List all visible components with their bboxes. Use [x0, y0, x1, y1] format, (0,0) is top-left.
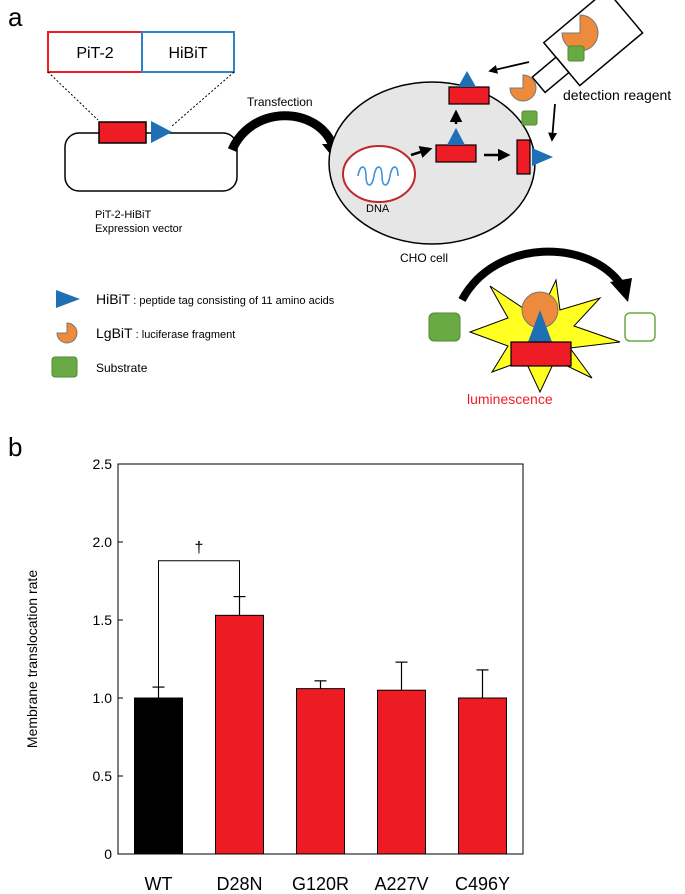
- legend-hibit-name: HiBiT: [96, 291, 131, 307]
- hibit-box-label: HiBiT: [168, 45, 207, 62]
- y-axis: 0 0.5 1.0 1.5 2.0 2.5: [93, 456, 123, 862]
- vector-caption-2: Expression vector: [95, 223, 183, 235]
- significance-bracket: [158, 560, 240, 688]
- substrate-fragment-icon: [521, 110, 538, 126]
- bar: [134, 697, 183, 855]
- vector-hibit-tag: [151, 121, 172, 143]
- zoom-line-right: [171, 71, 235, 127]
- hibit-bound-icon: [528, 310, 552, 342]
- upper-protein: [448, 86, 490, 105]
- zoom-line-left: [47, 71, 99, 121]
- legend-substrate-text: Substrate: [96, 361, 148, 375]
- y-tick-label: 2.0: [93, 534, 113, 550]
- x-axis: WT D28N G120R A227V C496Y: [145, 874, 511, 894]
- hibit-box: [141, 31, 235, 73]
- bottle-lgbit-icon: [561, 14, 599, 52]
- legend-lgbit-text: LgBiT : luciferase fragment: [96, 325, 235, 341]
- legend-lgbit-icon: [56, 322, 78, 344]
- substrate-before-icon: [428, 312, 461, 342]
- translation-arrow: [410, 146, 433, 158]
- legend-hibit-text: HiBiT : peptide tag consisting of 11 ami…: [96, 291, 335, 307]
- x-tick-label: G120R: [292, 874, 349, 894]
- x-tick-label: A227V: [374, 874, 428, 894]
- reagent-label: detection reagent: [563, 87, 671, 103]
- bar: [296, 688, 345, 855]
- reaction-protein: [510, 341, 572, 367]
- cho-cell-label: CHO cell: [400, 251, 448, 265]
- x-tick-label: WT: [145, 874, 173, 894]
- membrane-hibit: [532, 148, 553, 166]
- significance-annotation: †: [158, 540, 240, 688]
- y-tick-label: 0: [104, 846, 112, 862]
- pit2-label: PiT-2: [76, 45, 113, 62]
- y-tick-label: 0.5: [93, 768, 113, 784]
- vector-pit2-gene: [98, 121, 147, 144]
- cytoplasmic-protein: [435, 144, 477, 163]
- y-tick-label: 2.5: [93, 456, 113, 472]
- reagent-arrow-1: [488, 61, 530, 74]
- membrane-protein: [516, 139, 531, 175]
- legend-lgbit-desc: : luciferase fragment: [133, 329, 236, 341]
- legend-hibit-desc: : peptide tag consisting of 11 amino aci…: [130, 295, 335, 307]
- bottle-substrate-icon: [567, 45, 585, 62]
- nucleus: [342, 145, 416, 203]
- dna-coil: [357, 166, 399, 186]
- bar-series: [134, 595, 507, 855]
- panel-a-label: a: [8, 2, 23, 32]
- dna-label: DNA: [366, 203, 390, 215]
- luminescence-label: luminescence: [467, 391, 553, 407]
- lgbit-fragment-icon: [509, 74, 537, 102]
- upper-hibit: [458, 71, 476, 87]
- bar: [377, 689, 426, 855]
- reagent-arrow-2: [548, 103, 558, 142]
- panel-b-label: b: [8, 432, 22, 462]
- transfection-label: Transfection: [247, 95, 313, 109]
- x-tick-label: D28N: [216, 874, 262, 894]
- pit2-box: [47, 31, 143, 73]
- substrate-after-icon: [624, 312, 656, 342]
- transfection-arrow: [227, 111, 338, 153]
- legend-substrate-icon: [51, 356, 78, 378]
- y-tick-label: 1.5: [93, 612, 113, 628]
- reaction-arrow-head: [610, 278, 632, 302]
- vector-caption-1: PiT-2-HiBiT: [95, 209, 152, 221]
- bar: [215, 614, 264, 855]
- cytoplasmic-hibit: [447, 128, 465, 145]
- x-tick-label: C496Y: [455, 874, 510, 894]
- significance-dagger: †: [195, 540, 204, 557]
- legend-hibit-icon: [56, 290, 80, 308]
- y-axis-title: Membrane translocation rate: [24, 570, 40, 748]
- bar: [458, 697, 507, 855]
- legend-lgbit-name: LgBiT: [96, 325, 133, 341]
- y-tick-label: 1.0: [93, 690, 113, 706]
- reaction-arrow: [458, 247, 626, 302]
